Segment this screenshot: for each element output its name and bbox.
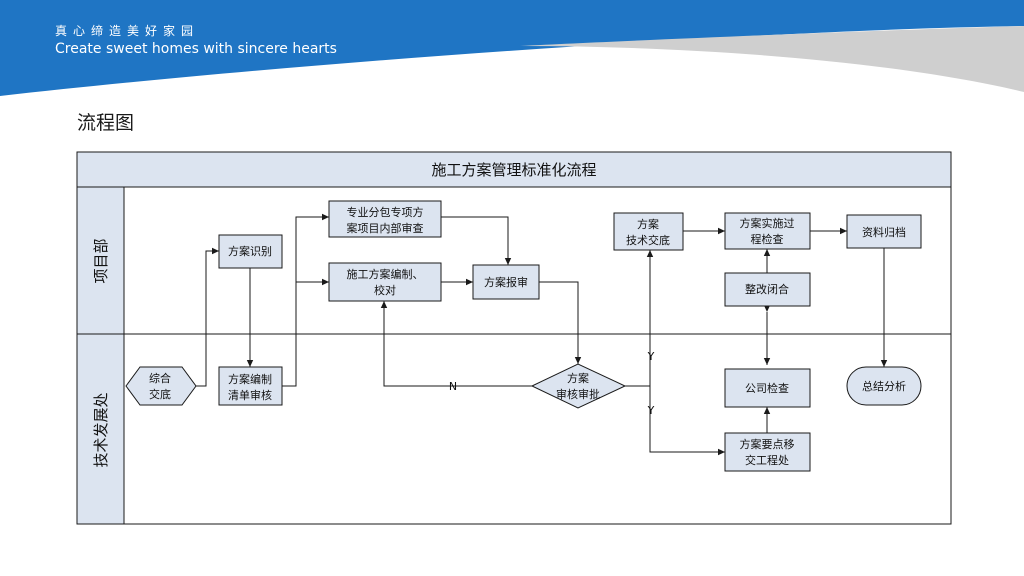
svg-text:方案实施过: 方案实施过 <box>740 216 795 230</box>
svg-text:审核审批: 审核审批 <box>556 387 600 401</box>
edge-label-yes-down: Y <box>647 404 655 417</box>
header-banner <box>0 0 1024 96</box>
node-fangan-shibie: 方案识别 <box>218 234 283 269</box>
edge-to-zhuanye <box>282 213 329 387</box>
node-zonghe-jiaodi: 综合 交底 <box>125 366 197 406</box>
svg-text:交工程处: 交工程处 <box>745 453 789 467</box>
node-zhenggai-bihe: 整改闭合 <box>724 272 811 307</box>
page-title: 流程图 <box>77 112 135 134</box>
node-gongsi-jiancha: 公司检查 <box>724 368 811 408</box>
svg-text:方案: 方案 <box>567 371 589 385</box>
svg-text:公司检查: 公司检查 <box>745 381 789 395</box>
node-shigong-bianzhi: 施工方案编制、 校对 <box>328 262 442 302</box>
node-ziliao-guidang: 资料归档 <box>846 214 922 249</box>
svg-text:清单审核: 清单审核 <box>228 388 272 402</box>
swimlane-frame <box>76 151 952 525</box>
svg-text:技术交底: 技术交底 <box>626 233 670 247</box>
diagram-title: 施工方案管理标准化流程 <box>431 161 596 179</box>
lane-label-column <box>76 186 125 525</box>
svg-text:方案: 方案 <box>637 217 659 231</box>
node-jishu-jiaodi: 方案 技术交底 <box>613 212 684 251</box>
edge-label-yes-up: Y <box>647 350 655 363</box>
edge-shenpi-no <box>380 301 532 387</box>
slogan-english: Create sweet homes with sincere hearts <box>55 41 337 57</box>
lane-label-top: 项目部 <box>92 238 110 283</box>
edge-shenpi-yes-down <box>649 386 725 456</box>
diagram-title-bar <box>76 151 952 188</box>
svg-text:方案要点移: 方案要点移 <box>740 437 795 451</box>
svg-text:专业分包专项方: 专业分包专项方 <box>347 205 424 219</box>
svg-text:程检查: 程检查 <box>751 232 784 246</box>
svg-text:施工方案编制、: 施工方案编制、 <box>347 267 424 281</box>
svg-text:资料归档: 资料归档 <box>862 225 906 239</box>
edge-zhuanye-baoshen <box>441 216 512 265</box>
lane-label-bottom: 技术发展处 <box>92 392 110 467</box>
svg-text:方案报审: 方案报审 <box>484 275 528 289</box>
svg-text:方案识别: 方案识别 <box>228 244 272 258</box>
node-shenhe-shenpi: 方案 审核审批 <box>530 363 627 409</box>
edge-baoshen-shenpi <box>539 281 582 364</box>
node-bianzhi-qingdan: 方案编制 清单审核 <box>218 366 283 406</box>
node-yaodian-yijiao: 方案要点移 交工程处 <box>724 432 811 472</box>
svg-text:整改闭合: 整改闭合 <box>745 282 789 296</box>
svg-text:方案编制: 方案编制 <box>228 372 272 386</box>
slogan-chinese: 真心缔造美好家园 <box>55 24 200 38</box>
svg-text:交底: 交底 <box>149 387 171 401</box>
svg-text:校对: 校对 <box>374 283 396 297</box>
svg-text:案项目内部审查: 案项目内部审查 <box>347 221 424 235</box>
edges <box>196 213 888 456</box>
svg-text:总结分析: 总结分析 <box>862 379 906 393</box>
svg-text:综合: 综合 <box>149 371 171 385</box>
node-fangan-baoshen: 方案报审 <box>472 264 540 300</box>
node-zhuanye-fenbao: 专业分包专项方 案项目内部审查 <box>328 200 442 238</box>
edge-label-no: N <box>449 380 457 393</box>
node-shishi-jiancha: 方案实施过 程检查 <box>724 212 811 250</box>
node-zongjie-fenxi: 总结分析 <box>846 366 922 406</box>
edge-zonghe-shibie <box>196 247 219 387</box>
